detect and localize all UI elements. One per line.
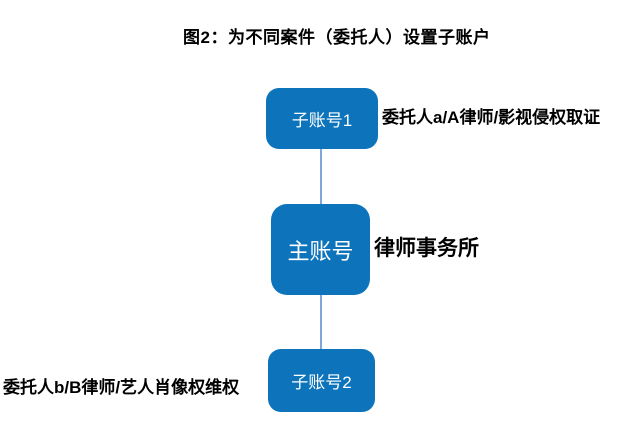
- annotation-sub-account-2: 委托人b/B律师/艺人肖像权维权: [3, 378, 240, 397]
- node-sub-account-1: 子账号1: [266, 88, 378, 149]
- annotation-main-account: 律师事务所: [374, 237, 479, 260]
- figure-title: 图2：为不同案件（委托人）设置子账户: [183, 28, 491, 47]
- node-main-account-label: 主账号: [287, 238, 354, 264]
- node-sub-account-2: 子账号2: [268, 349, 375, 412]
- annotation-sub-account-1: 委托人a/A律师/影视侵权取证: [382, 108, 601, 127]
- node-sub-account-1-label: 子账号1: [291, 111, 353, 130]
- connector-line-bottom: [320, 294, 322, 350]
- connector-line-top: [320, 148, 322, 205]
- node-sub-account-2-label: 子账号2: [291, 373, 352, 392]
- node-main-account: 主账号: [271, 204, 370, 295]
